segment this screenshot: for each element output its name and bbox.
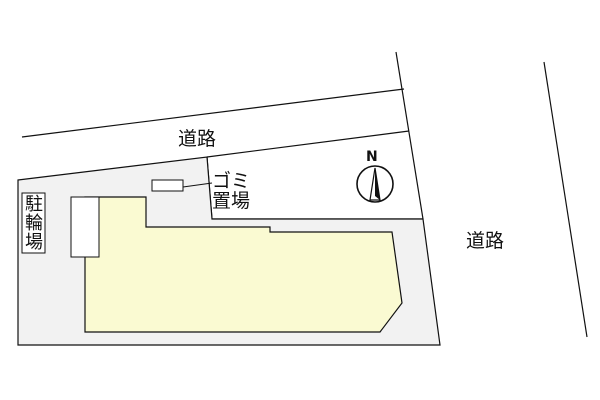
side-structure [70,196,100,258]
road-label-top: 道路 [178,128,217,150]
north-label: N [366,149,378,165]
bicycle-parking-label: 駐輪場 [22,194,43,251]
road-top-edge-lower [206,130,410,158]
garbage-label-line1: ゴミ [212,170,251,192]
road-top-edge-upper [21,88,405,138]
road-right-edge-left [395,51,424,220]
garbage-label-line2: 置場 [212,190,251,212]
road-right-edge-right [543,61,588,338]
road-label-right: 道路 [466,230,505,252]
building [84,196,403,333]
garbage-leader-line [182,182,213,188]
bicycle-parking-box [21,192,46,254]
north-arrow-icon [356,165,394,203]
garbage-area-box [151,179,184,192]
